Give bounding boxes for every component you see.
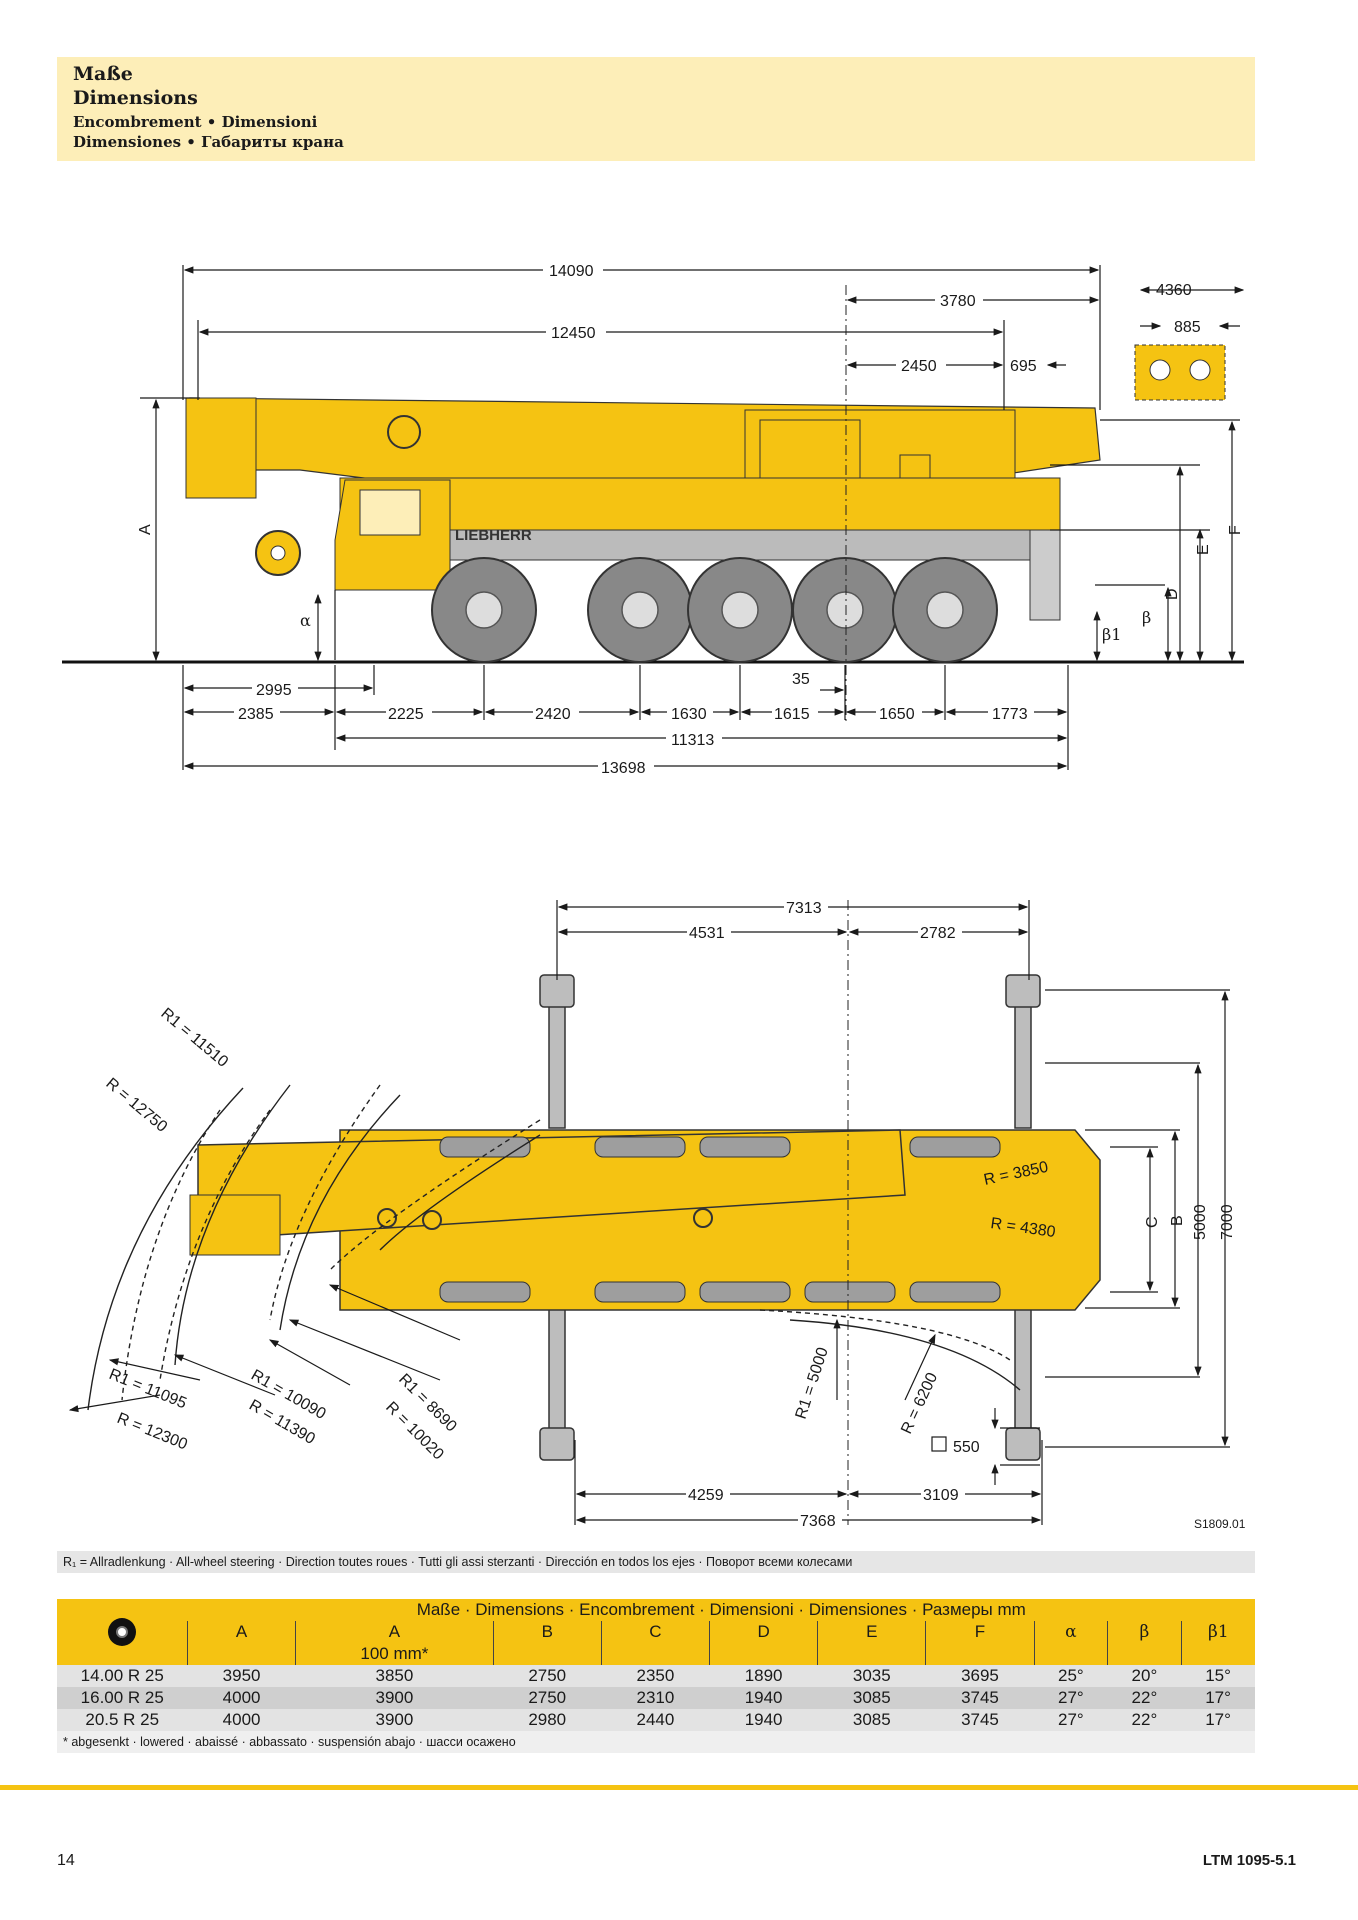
side-dims-bottom: [182, 665, 1069, 770]
radius-arrows: [68, 1284, 936, 1413]
dim-1773: 1773: [992, 706, 1028, 723]
drawing-code: S1809.01: [1194, 1517, 1246, 1531]
dim-2450: 2450: [901, 358, 937, 375]
col-header: C: [600, 1621, 710, 1643]
dim-1650: 1650: [879, 706, 915, 723]
angle-alpha: α: [300, 611, 311, 630]
dim-695: 695: [1010, 358, 1037, 375]
top-dims-right-labels: C B 5000 7000 550: [931, 1204, 1236, 1456]
top-dims-labels: 7313 4531 2782 4259 3109 7368: [686, 898, 965, 1530]
table-row: 14.00 R 25 3950 3850 2750 2350 1890 3035…: [57, 1665, 1255, 1687]
radius-r-12300: R = 12300: [115, 1410, 190, 1454]
r1-note-text: R₁ = Allradlenkung · All-wheel steering …: [63, 1555, 853, 1569]
table-row: 16.00 R 25 4000 3900 2750 2310 1940 3085…: [57, 1687, 1255, 1709]
table-footnote: * abgesenkt · lowered · abaissé · abbass…: [57, 1731, 1255, 1753]
radius-r-6200: R = 6200: [898, 1370, 941, 1437]
radius-r1-5000: R1 = 5000: [793, 1345, 832, 1421]
dim-14090: 14090: [549, 263, 594, 280]
dim-12450: 12450: [551, 325, 596, 342]
dim-11313: 11313: [671, 732, 714, 749]
title-line3: Encombrement • Dimensioni: [73, 113, 318, 131]
dim-2420: 2420: [535, 706, 571, 723]
dim-4259: 4259: [688, 1487, 724, 1504]
table-title: Maße · Dimensions · Encombrement · Dimen…: [187, 1599, 1255, 1621]
col-header: F: [925, 1621, 1035, 1643]
title-en: Dimensions: [73, 87, 198, 109]
side-dims-top-labels: 14090 3780 12450 2450 695 4360 885: [543, 261, 1201, 375]
tire-cell: [57, 1599, 188, 1665]
model-name: LTM 1095-5.1: [1202, 1852, 1296, 1869]
dim-1630: 1630: [671, 706, 707, 723]
radius-r1-11510: R1 = 11510: [157, 1005, 231, 1071]
col-header: E: [817, 1621, 926, 1643]
radius-r1-11095: R1 = 11095: [107, 1366, 189, 1413]
brand-logo: LIEBHERR: [455, 527, 532, 544]
dimensions-table: Maße · Dimensions · Encombrement · Dimen…: [57, 1599, 1255, 1753]
title-line4: Dimensiones • Габариты крана: [73, 133, 344, 151]
dim-35: 35: [792, 671, 810, 688]
label-D: D: [1164, 588, 1181, 600]
table-subheader-row: 100 mm*: [57, 1643, 1255, 1665]
title-de: Maße: [73, 63, 133, 85]
dim-13698: 13698: [601, 760, 646, 777]
dim-550: 550: [953, 1439, 980, 1456]
table-footnote-row: * abgesenkt · lowered · abaissé · abbass…: [57, 1731, 1255, 1753]
col-header: D: [709, 1621, 818, 1643]
col-header: A: [186, 1621, 296, 1643]
turning-arcs: [87, 1084, 1021, 1411]
side-dims-bottom-labels: 2995 2385 2225 2420 1630 1615 1650 1773 …: [234, 671, 1034, 777]
side-dims-vertical: [140, 397, 1240, 662]
tire-icon: [108, 1618, 136, 1646]
r1-note: R₁ = Allradlenkung · All-wheel steering …: [57, 1551, 1255, 1573]
dim-885: 885: [1174, 319, 1201, 336]
side-view-drawing: LIEBHERR 14090: [62, 261, 1245, 777]
label-B: B: [1169, 1215, 1186, 1226]
angle-beta: β: [1142, 608, 1151, 627]
col-sub: 100 mm*: [295, 1643, 494, 1665]
table-title-row: Maße · Dimensions · Encombrement · Dimen…: [57, 1599, 1255, 1665]
dim-5000: 5000: [1192, 1204, 1209, 1240]
dim-1615: 1615: [774, 706, 810, 723]
dim-7313: 7313: [786, 900, 822, 917]
table-header-row: A A B C D E F α β β1: [57, 1621, 1255, 1643]
col-header: α: [1033, 1621, 1108, 1643]
col-header: B: [492, 1621, 602, 1643]
table-row: 20.5 R 25 4000 3900 2980 2440 1940 3085 …: [57, 1709, 1255, 1731]
bottom-rule: [0, 1785, 1358, 1790]
dim-7000: 7000: [1219, 1204, 1236, 1240]
label-F: F: [1227, 525, 1244, 535]
crane-top: [189, 1129, 1101, 1311]
dim-2385: 2385: [238, 706, 274, 723]
header-box: Maße Dimensions Encombrement • Dimension…: [57, 57, 1255, 161]
label-C: C: [1144, 1216, 1161, 1228]
top-view-drawing: R1 = 11510 R = 12750 R1 = 11095 R = 1230…: [68, 898, 1236, 1530]
dim-2995: 2995: [256, 682, 292, 699]
angle-beta1: β1: [1102, 625, 1121, 644]
page-number: 14: [57, 1852, 75, 1869]
label-E: E: [1195, 544, 1212, 555]
crane-side: LIEBHERR: [185, 344, 1226, 663]
side-height-labels: A D E F α β β1: [137, 524, 1244, 644]
label-A: A: [137, 524, 154, 535]
dim-4531: 4531: [689, 925, 725, 942]
top-dims-right: [991, 989, 1230, 1485]
dim-4360: 4360: [1156, 282, 1192, 299]
col-header: A: [295, 1621, 494, 1643]
dim-2782: 2782: [920, 925, 956, 942]
side-dims-top: [182, 265, 1245, 410]
col-header: β: [1107, 1621, 1182, 1643]
dim-3780: 3780: [940, 293, 976, 310]
dim-3109: 3109: [923, 1487, 959, 1504]
col-header: β1: [1180, 1621, 1255, 1643]
dim-7368: 7368: [800, 1513, 836, 1530]
dim-2225: 2225: [388, 706, 424, 723]
radius-r-12750: R = 12750: [102, 1075, 170, 1136]
square-symbol: [931, 1436, 947, 1452]
